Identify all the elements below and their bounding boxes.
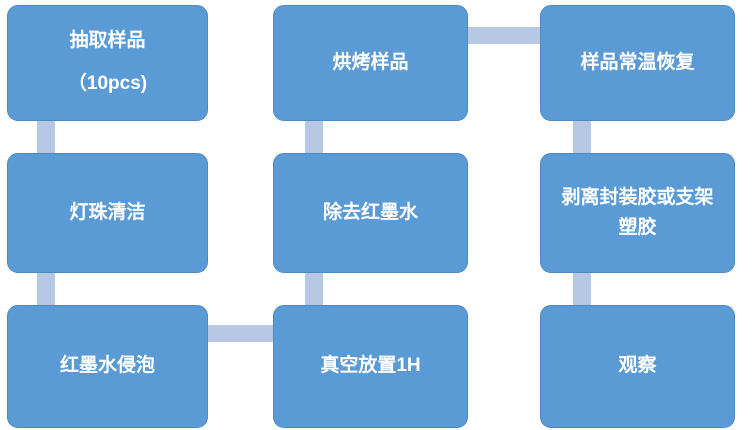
step-label: 灯珠清洁 [69, 201, 146, 223]
step-box-1-sample-extraction: 抽取样品 （10pcs) [7, 5, 208, 121]
connector-step1-step2 [37, 115, 55, 158]
connector-step7-step8 [573, 115, 591, 158]
step-box-4-vacuum-1h: 真空放置1H [273, 305, 468, 428]
step-box-8-peel-encapsulant: 剥离封装胶或支架 塑胶 [540, 153, 735, 273]
step-label: 观察 [618, 355, 657, 377]
connector-step8-step9 [573, 268, 591, 310]
step-box-5-remove-red-ink: 除去红墨水 [273, 153, 468, 273]
step-box-3-red-ink-soak: 红墨水侵泡 [7, 305, 208, 428]
step-label: 塑胶 [618, 216, 657, 238]
step-box-2-led-cleaning: 灯珠清洁 [7, 153, 208, 273]
connector-step2-step3 [37, 268, 55, 310]
step-box-6-bake-sample: 烘烤样品 [273, 5, 468, 121]
step-label: 烘烤样品 [332, 51, 409, 73]
connector-step6-step7 [465, 27, 543, 44]
step-label: 样品常温恢复 [580, 51, 695, 73]
connector-step4-step5 [305, 268, 323, 310]
connector-step5-step6 [305, 115, 323, 158]
step-label: 剥离封装胶或支架 [561, 186, 714, 208]
step-label: （10pcs) [67, 73, 148, 94]
step-label: 红墨水侵泡 [59, 355, 155, 377]
step-label: 除去红墨水 [322, 201, 418, 223]
step-box-9-observe: 观察 [540, 305, 735, 428]
step-label: 真空放置1H [320, 355, 421, 377]
step-box-7-room-temp-recovery: 样品常温恢复 [540, 5, 735, 121]
step-label: 抽取样品 [69, 30, 146, 52]
connector-step3-step4 [205, 325, 276, 342]
